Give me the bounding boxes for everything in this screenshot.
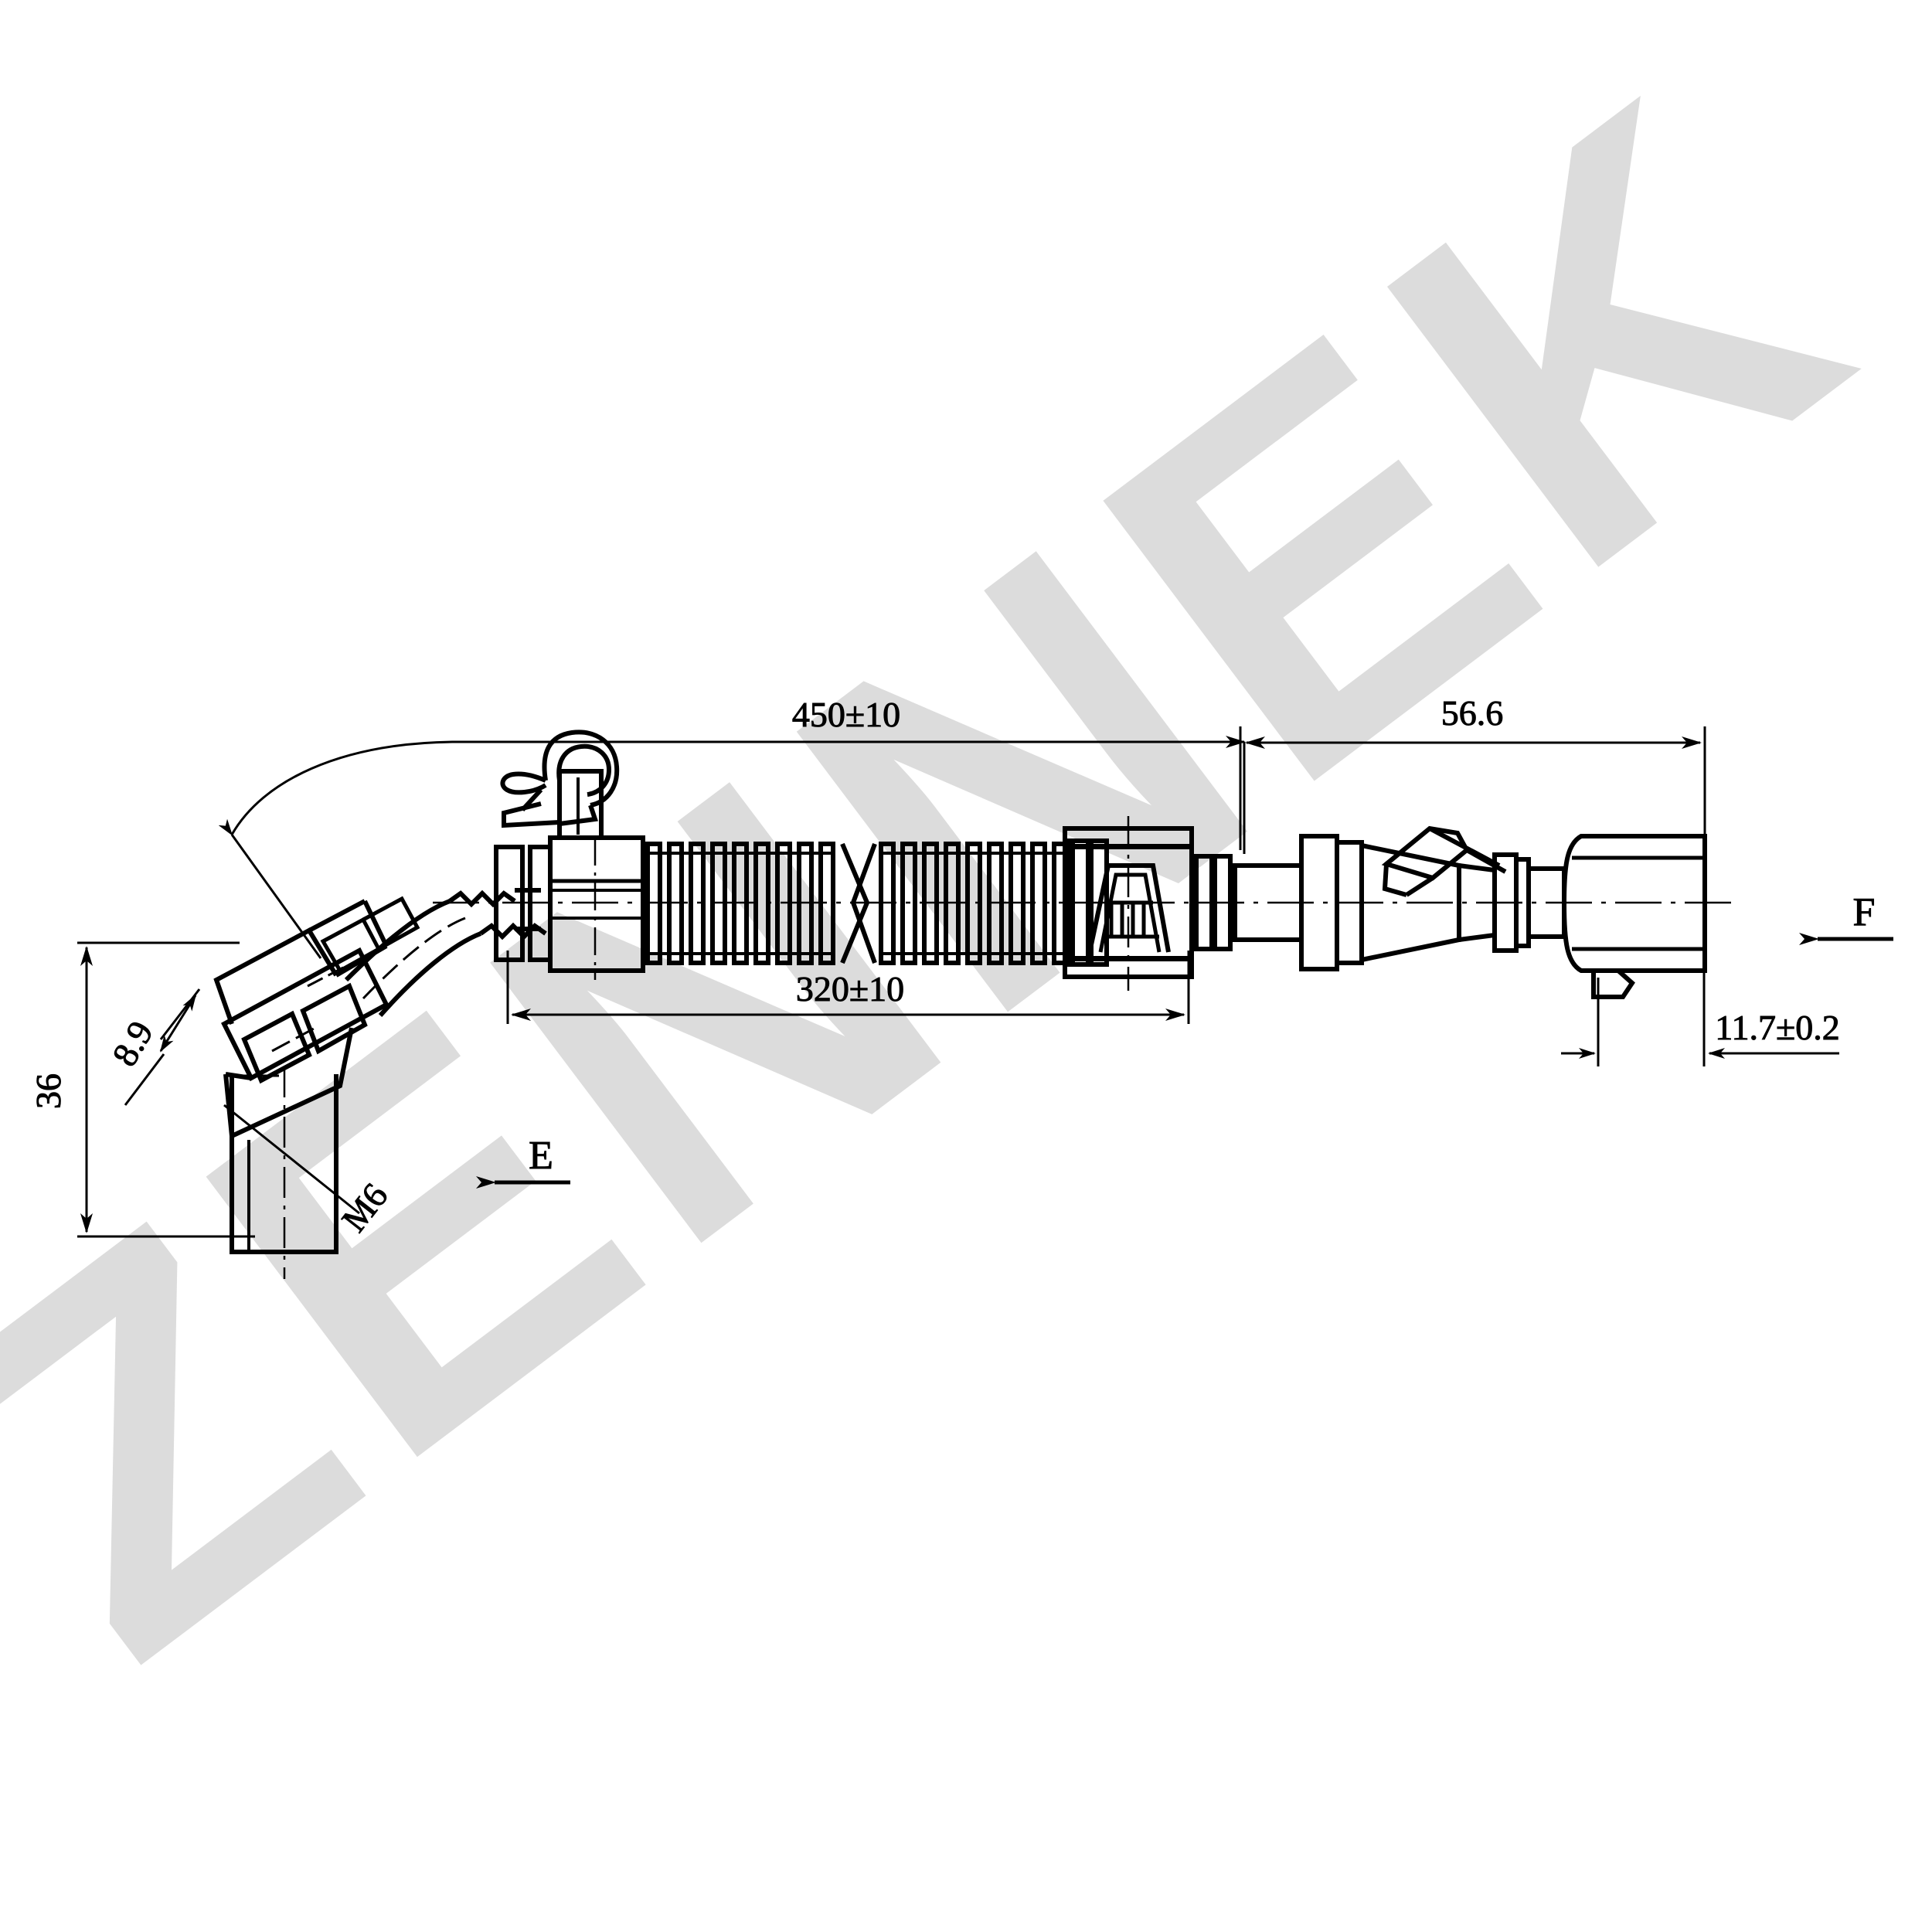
dimension-sensor-height-label: 36 <box>29 1073 68 1109</box>
sensor-bracket-window <box>241 982 368 1084</box>
dimension-bracket-thickness <box>124 988 201 1106</box>
sensor-upper-arm <box>213 896 420 1025</box>
cable-bend <box>344 889 547 1017</box>
sensor-inner-detail <box>232 964 347 1077</box>
sensor-head <box>230 1066 338 1279</box>
thread-callout-label: M6 <box>334 1176 396 1240</box>
thread-callout-leader <box>223 1104 360 1215</box>
dimension-connector-length-label: 56.6 <box>1441 693 1504 733</box>
dimension-corrugated-length <box>506 951 1190 1024</box>
spacer-collar <box>1492 852 1566 953</box>
break-symbol <box>840 842 877 964</box>
cable-clip <box>500 730 620 838</box>
ferrule <box>494 835 645 980</box>
locking-tab <box>1591 968 1635 999</box>
connector-body <box>1561 834 1707 973</box>
dimension-overall-length <box>218 736 1246 959</box>
corrugated-tube-segment-2 <box>879 842 1069 965</box>
dimension-sensor-height <box>77 941 255 1238</box>
secondary-lock <box>1381 825 1507 897</box>
dimension-corrugated-length-label: 320±10 <box>796 969 904 1009</box>
corrugated-tube-segment-1 <box>645 842 835 965</box>
view-arrow-f-label: F <box>1853 890 1876 934</box>
dimension-overall-length-label: 450±10 <box>792 695 900 734</box>
mid-grommet <box>1063 816 1194 991</box>
view-arrow-e-label: E <box>529 1134 553 1178</box>
dimension-tab-offset-label: 11.7±0.2 <box>1715 1008 1840 1047</box>
dimension-bracket-thickness-label: 8.9 <box>104 1015 161 1073</box>
